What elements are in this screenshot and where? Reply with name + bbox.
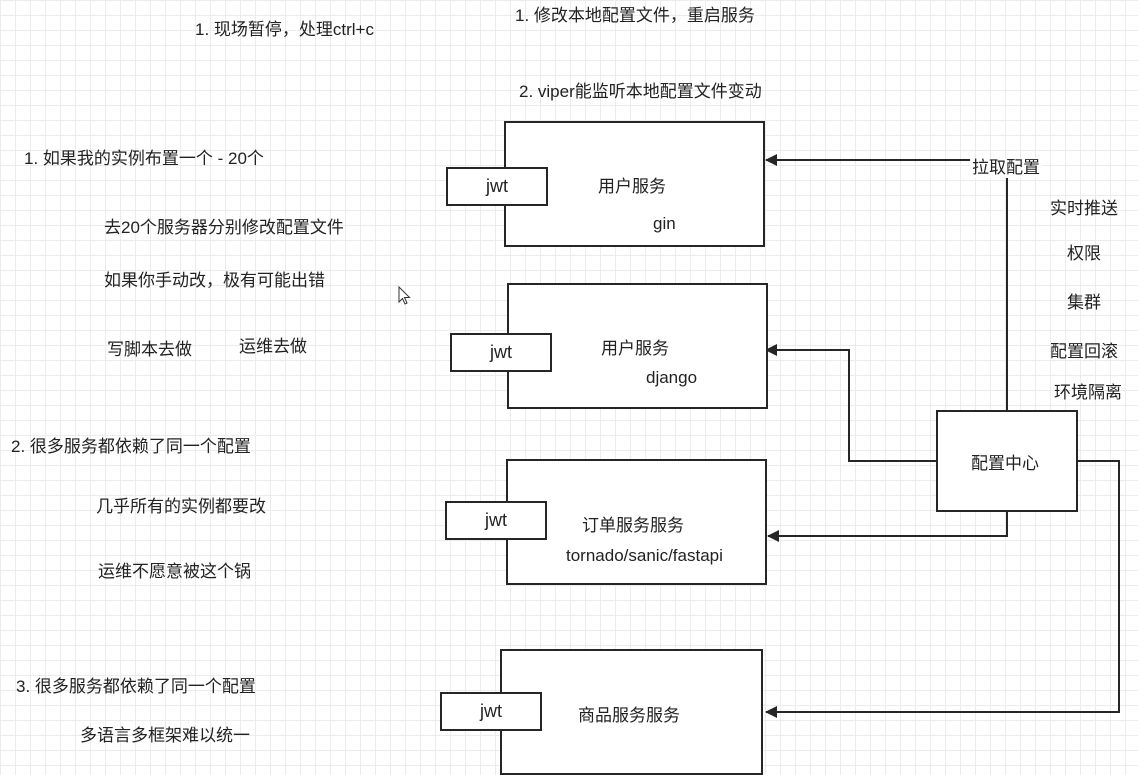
- to-order-arrow: [767, 511, 1008, 542]
- note-section1-title: 1. 如果我的实例布置一个 - 20个: [24, 149, 264, 168]
- note-pause-ctrl-c: 1. 现场暂停，处理ctrl+c: [195, 20, 374, 39]
- note-section2-line1: 几乎所有的实例都要改: [96, 497, 266, 516]
- note-section1-line1: 去20个服务器分别修改配置文件: [104, 218, 344, 237]
- note-section1-script: 写脚本去做: [107, 340, 192, 359]
- note-section2-line2: 运维不愿意被这个锅: [98, 562, 251, 581]
- config-center-box[interactable]: 配置中心: [936, 410, 1078, 512]
- pull-config-arrow: [966, 159, 1008, 410]
- jwt-box[interactable]: jwt: [445, 501, 547, 540]
- service-name: 商品服务服务: [578, 706, 680, 725]
- feature-cluster: 集群: [1067, 293, 1101, 312]
- pull-config-label: 拉取配置: [970, 158, 1042, 178]
- jwt-box[interactable]: jwt: [440, 692, 542, 731]
- config-center-label: 配置中心: [971, 454, 1039, 473]
- note-section1-line2: 如果你手动改，极有可能出错: [104, 271, 325, 290]
- mouse-cursor-icon: [398, 286, 411, 305]
- note-section3-line1: 多语言多框架难以统一: [80, 726, 250, 745]
- service-framework: gin: [653, 214, 676, 233]
- feature-permission: 权限: [1067, 244, 1101, 263]
- note-modify-local-config: 1. 修改本地配置文件，重启服务: [515, 6, 755, 25]
- note-section3-title: 3. 很多服务都依赖了同一个配置: [16, 677, 256, 696]
- service-name: 用户服务: [601, 339, 669, 358]
- feature-env-isolation: 环境隔离: [1054, 383, 1122, 402]
- feature-realtime-push: 实时推送: [1050, 199, 1118, 218]
- to-goods-arrow: [765, 460, 1120, 718]
- service-framework: tornado/sanic/fastapi: [566, 546, 723, 565]
- service-framework: django: [646, 368, 698, 387]
- jwt-box[interactable]: jwt: [450, 333, 552, 372]
- note-viper-watch: 2. viper能监听本地配置文件变动: [519, 82, 762, 101]
- service-name: 用户服务: [598, 177, 666, 196]
- service-name: 订单服务服务: [582, 516, 684, 535]
- service-box-goods[interactable]: 商品服务服务: [500, 649, 763, 775]
- to-django-arrow: [765, 344, 937, 462]
- feature-rollback: 配置回滚: [1050, 342, 1118, 361]
- note-section1-ops: 运维去做: [239, 337, 307, 356]
- note-section2-title: 2. 很多服务都依赖了同一个配置: [11, 437, 251, 456]
- jwt-box[interactable]: jwt: [446, 167, 548, 206]
